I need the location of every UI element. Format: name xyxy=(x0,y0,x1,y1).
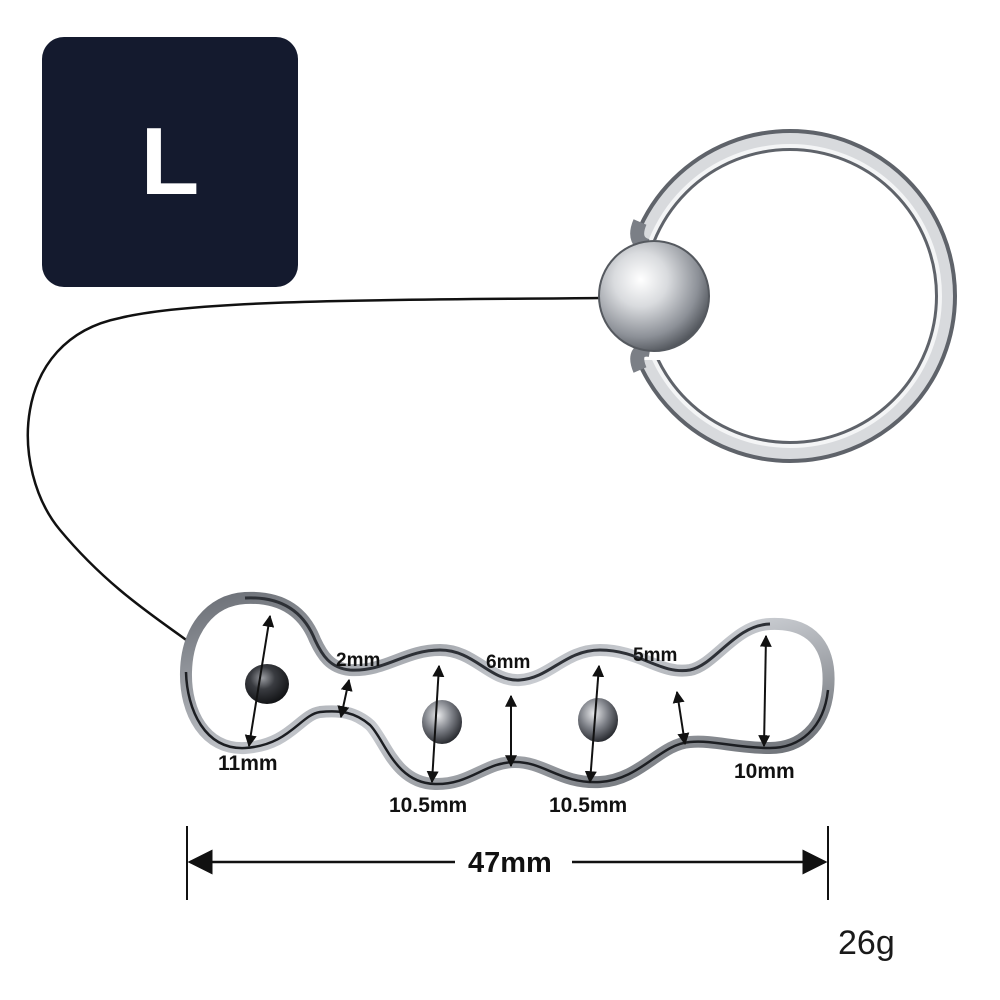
label-right-bulb: 10mm xyxy=(734,760,795,783)
dim-arrow-neck xyxy=(337,678,353,719)
connecting-wire xyxy=(26,296,601,646)
metal-plate xyxy=(179,591,835,791)
captive-bead-ring xyxy=(598,129,957,463)
size-badge: L xyxy=(42,37,298,287)
label-bead-2: 10.5mm xyxy=(389,794,467,817)
label-right-neck: 5mm xyxy=(633,645,677,666)
dim-arrow-right-neck xyxy=(672,690,690,746)
stud-3 xyxy=(578,698,618,742)
stud-2 xyxy=(422,700,462,744)
ring-ball xyxy=(598,240,710,352)
weight-label: 26g xyxy=(838,924,895,962)
label-center-neck: 6mm xyxy=(486,652,530,673)
dim-arrow-right-bulb xyxy=(758,634,772,748)
stud-1 xyxy=(245,664,289,704)
size-letter: L xyxy=(140,108,200,215)
dim-arrow-bead-3 xyxy=(584,664,605,784)
label-total-length: 47mm xyxy=(468,847,552,879)
label-neck: 2mm xyxy=(336,650,380,671)
label-bead-3: 10.5mm xyxy=(549,794,627,817)
dim-arrow-left-bulb xyxy=(244,614,275,748)
dim-arrow-bead-2 xyxy=(426,664,445,784)
label-left-bulb: 11mm xyxy=(218,752,278,775)
